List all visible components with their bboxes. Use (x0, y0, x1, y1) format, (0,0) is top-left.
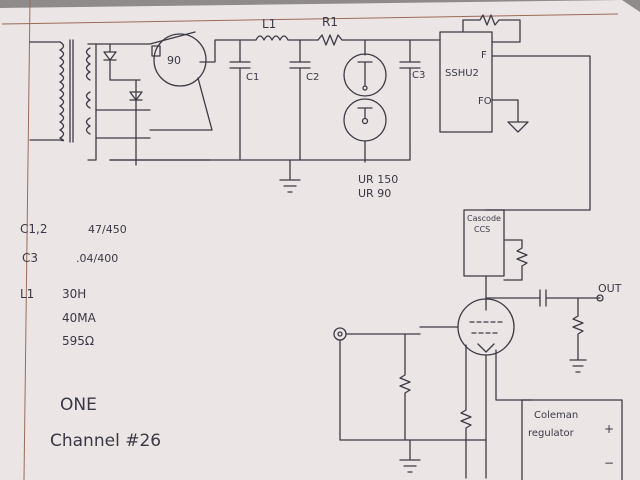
note-l1-resistance: 595Ω (62, 334, 94, 348)
coleman-minus: − (604, 456, 614, 470)
coleman-plus: + (604, 422, 614, 436)
input-network (333, 327, 533, 479)
note-c3-name: C3 (22, 251, 38, 265)
sshu2-label: SSHU2 (445, 68, 479, 79)
r1-label: R1 (322, 15, 338, 29)
rectifier-diodes (95, 43, 211, 166)
ccs-label-a: Cascode (467, 214, 501, 223)
note-l1-current: 40MA (62, 311, 97, 325)
filter-rail (239, 34, 441, 46)
c2-label: C2 (306, 72, 319, 83)
tube-90-label: 90 (167, 54, 181, 67)
note-l1-henry: 30H (62, 287, 86, 301)
margin-line-top (1, 13, 619, 25)
rectifier-tube-90: 90 (149, 31, 241, 131)
c1-label: C1 (246, 72, 259, 83)
ccs-label-b: CCS (474, 225, 490, 234)
fo-label: FO (478, 96, 492, 107)
ground-bus (109, 149, 411, 193)
component-notes: C1,2 47/450 C3 .04/400 L1 30H 40MA 595Ω … (20, 222, 161, 451)
note-l1-name: L1 (20, 287, 34, 301)
note-one: ONE (60, 395, 97, 415)
coleman-label-b: regulator (528, 428, 575, 439)
note-c12-value: 47/450 (88, 223, 127, 236)
ur90-label: UR 90 (358, 187, 391, 200)
l1-label: L1 (262, 17, 276, 31)
f-label: F (481, 50, 487, 61)
voltage-regulator-tubes (343, 39, 387, 163)
margin-line-left (23, 0, 31, 480)
sshu2-module (439, 14, 591, 211)
output-coupling (485, 289, 604, 373)
out-label: OUT (598, 282, 622, 295)
filter-capacitors (229, 39, 421, 161)
note-c12-name: C1,2 (20, 222, 47, 236)
c3-label: C3 (412, 70, 425, 81)
ur150-label: UR 150 (358, 173, 398, 186)
note-c3-value: .04/400 (76, 252, 118, 265)
power-transformer (29, 39, 97, 161)
note-channel: Channel #26 (50, 431, 161, 451)
cascode-ccs (463, 209, 528, 311)
coleman-regulator (521, 399, 623, 480)
coleman-label-a: Coleman (534, 410, 578, 421)
